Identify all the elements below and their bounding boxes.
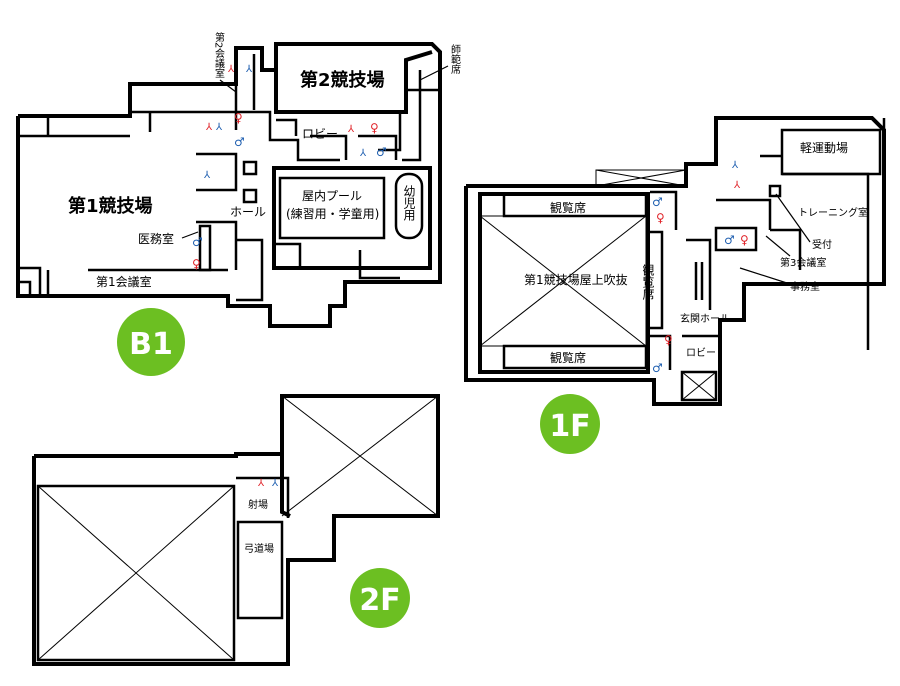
- room-label-office: 事務室: [790, 280, 820, 293]
- b1-labels: 第1競技場 第2競技場 屋内プール (練習用・学童用) 幼児用 ホール ロビー …: [68, 31, 461, 289]
- floor-badge-2f: 2F: [359, 583, 400, 618]
- f2-floor-plan: [32, 394, 440, 666]
- floor-badge-1f: 1F: [549, 409, 590, 444]
- female-restroom-icon: ♀: [234, 111, 243, 125]
- female-restroom-icon: ♀: [370, 121, 379, 135]
- male-restroom-icon: ♂: [724, 233, 735, 247]
- room-label-arena1: 第1競技場: [68, 195, 153, 217]
- sink-icon: ⅄: [258, 478, 265, 489]
- male-restroom-icon: ♂: [652, 195, 663, 209]
- room-label-reception: 受付: [812, 238, 832, 251]
- room-label-archery: 弓道場: [244, 542, 274, 555]
- room-label-arena2: 第2競技場: [300, 69, 385, 91]
- female-restroom-icon: ♀: [656, 211, 665, 225]
- sink-icon: ⅄: [360, 148, 367, 159]
- sink-icon: ⅄: [228, 64, 235, 75]
- sink-icon: ⅄: [272, 478, 279, 489]
- sink-icon: ⅄: [734, 180, 741, 191]
- f1-floor-plan: [464, 116, 886, 406]
- male-restroom-icon: ♂: [652, 361, 663, 375]
- female-restroom-icon: ♀: [192, 257, 201, 271]
- b1-restroom-icons: ⅄ ⅄ ⅄ ⅄ ⅄ ⅄ ⅄ ♀ ♂ ♀ ♂ ♂ ♀: [192, 64, 387, 271]
- room-label-stand-top: 観覧席: [550, 200, 586, 215]
- female-restroom-icon: ♀: [740, 233, 749, 247]
- room-label-pool-sub: (練習用・学童用): [286, 206, 379, 221]
- f1-restroom-icons: ♂ ♀ ♂ ♀ ♂ ♀ ⅄ ⅄: [652, 160, 749, 375]
- f2-badge: 2F: [350, 568, 410, 628]
- f2-icons: ⅄ ⅄: [258, 478, 279, 489]
- b1-floor-plan: [16, 42, 442, 328]
- female-restroom-icon: ♀: [664, 333, 673, 347]
- f1-badge: 1F: [540, 394, 600, 454]
- f2-labels: 射場 弓道場: [244, 498, 274, 555]
- room-label-training: トレーニング室: [798, 206, 868, 219]
- sink-icon: ⅄: [206, 122, 213, 133]
- room-label-stand-bottom: 観覧席: [550, 350, 586, 365]
- b1-badge: B1: [117, 308, 185, 376]
- floor-badge-b1: B1: [129, 327, 173, 362]
- f1-labels: 第1競技場屋上吹抜 観覧席 観覧席 観覧席 軽運動場 トレーニング室 受付 第3…: [524, 141, 868, 365]
- sink-icon: ⅄: [348, 124, 355, 135]
- room-label-meeting2: 第2会議室: [213, 31, 225, 79]
- room-label-medical: 医務室: [138, 231, 174, 246]
- room-label-pool: 屋内プール: [302, 189, 362, 203]
- male-restroom-icon: ♂: [376, 145, 387, 159]
- sink-icon: ⅄: [246, 64, 253, 75]
- room-label-hall: ホール: [230, 205, 266, 219]
- room-label-stand-side: 観覧席: [641, 264, 655, 300]
- room-label-meeting1: 第1会議室: [96, 274, 152, 289]
- room-label-roof-void: 第1競技場屋上吹抜: [524, 272, 628, 287]
- room-label-lobby-1f: ロビー: [686, 347, 716, 359]
- room-label-meeting3: 第3会議室: [780, 256, 826, 269]
- room-label-kids-pool: 幼児用: [402, 185, 416, 222]
- room-label-lobby: ロビー: [302, 127, 338, 141]
- male-restroom-icon: ♂: [234, 135, 245, 149]
- male-restroom-icon: ♂: [192, 235, 203, 249]
- sink-icon: ⅄: [204, 170, 211, 181]
- sink-icon: ⅄: [732, 160, 739, 171]
- sink-icon: ⅄: [216, 122, 223, 133]
- room-label-light-sports: 軽運動場: [800, 141, 848, 155]
- room-label-judges: 師範席: [449, 43, 461, 75]
- room-label-shooting: 射場: [248, 498, 268, 511]
- room-label-entrance: 玄関ホール: [680, 312, 730, 325]
